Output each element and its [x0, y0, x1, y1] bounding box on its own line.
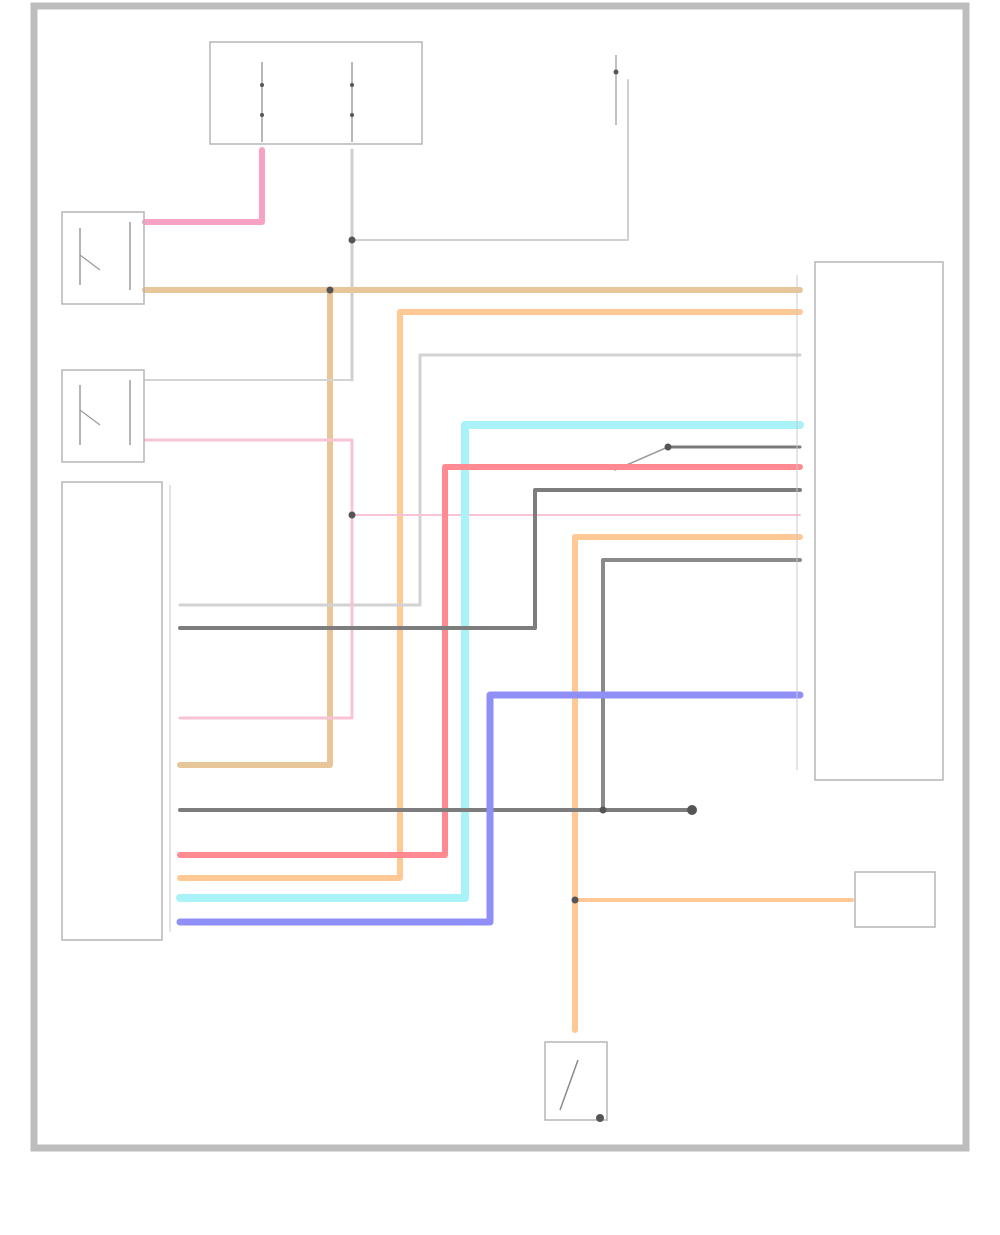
wire-red	[177, 464, 803, 858]
diagram-frame	[30, 2, 970, 1152]
splice-dot	[599, 806, 607, 814]
fuel-pump-relay	[61, 211, 145, 305]
steering-angle-sensor-box	[544, 1041, 608, 1121]
wire-blue	[176, 691, 804, 926]
wire-light-pink	[143, 438, 354, 720]
wire-grey-ignition	[351, 79, 629, 241]
park-relay-box	[61, 369, 145, 463]
wire-pink	[142, 147, 265, 225]
ground-icon	[687, 805, 697, 815]
wire-tan-down	[177, 287, 333, 768]
smart-entrance-module	[854, 871, 936, 928]
splice-dot	[348, 511, 356, 519]
wire-grey-ground	[601, 558, 802, 812]
main-control-unit-box	[61, 481, 163, 941]
fuel-pump-relay-box	[61, 211, 145, 305]
splice-dot	[571, 896, 579, 904]
splice-dot	[326, 286, 334, 294]
park-relay	[61, 369, 145, 463]
wire-orange-steering	[572, 534, 803, 1033]
ignition-connector	[613, 55, 619, 125]
wire-cyan	[176, 421, 804, 902]
smart-entrance-module-box	[854, 871, 936, 928]
wire-dark-main	[178, 488, 802, 630]
splice-dot	[348, 236, 356, 244]
combination-switch	[796, 261, 944, 781]
splice-dot	[664, 443, 672, 451]
fuse-panel	[209, 41, 423, 145]
main-control-unit	[61, 481, 171, 941]
fuse-panel-box	[209, 41, 423, 145]
ground-symbol	[687, 805, 697, 815]
wire-grey-thin	[178, 353, 802, 607]
wire-orange-long	[177, 309, 803, 881]
wires	[142, 79, 854, 1033]
splices	[326, 236, 672, 904]
combination-switch-box	[814, 261, 944, 781]
steering-angle-sensor	[544, 1041, 608, 1122]
